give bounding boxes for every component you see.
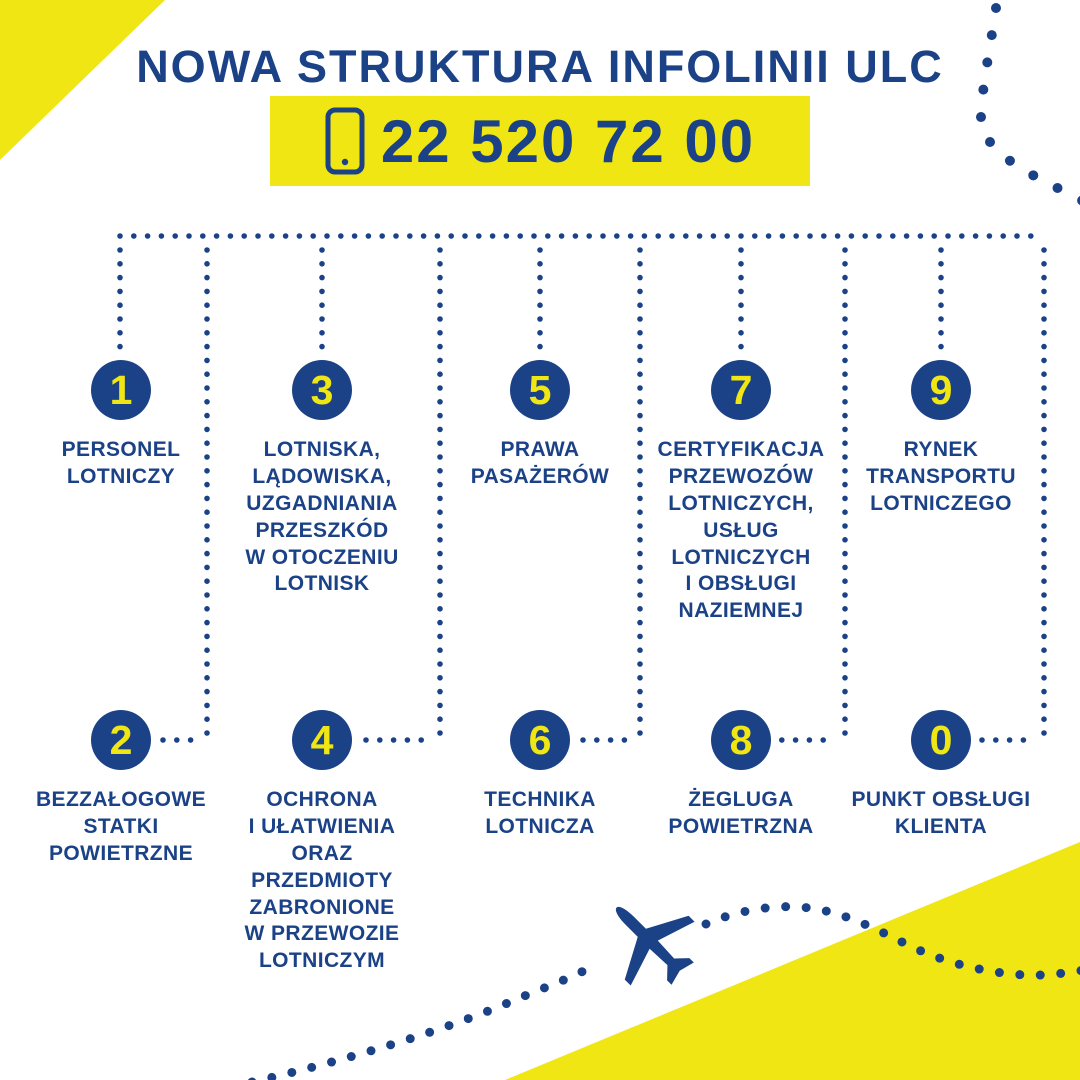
option-label: RYNEK TRANSPORTU LOTNICZEGO (866, 438, 1016, 515)
option-number-badge: 9 (911, 360, 971, 420)
yellow-wedge-bottom-right (505, 842, 1080, 1080)
option-number-badge: 1 (91, 360, 151, 420)
dotted-connector-grid (117, 233, 1047, 743)
dotted-flight-trail (247, 902, 1080, 1080)
phone-number: 22 520 72 00 (380, 108, 756, 175)
option-number-badge: 0 (911, 710, 971, 770)
option-number-badge: 4 (292, 710, 352, 770)
mobile-phone-icon (325, 107, 365, 175)
option-label: CERTYFIKACJA PRZEWOZÓW LOTNICZYCH, USŁUG… (657, 438, 825, 623)
option-number-badge: 8 (711, 710, 771, 770)
option-number-badge: 2 (91, 710, 151, 770)
airplane-icon (615, 906, 695, 986)
phone-banner: 22 520 72 00 (270, 96, 810, 186)
option-label: ŻEGLUGA POWIETRZNA (668, 788, 814, 838)
yellow-corner-triangle-top-left (0, 0, 165, 160)
option-label: PERSONEL LOTNICZY (61, 438, 181, 488)
option-label: BEZZAŁOGOWE STATKI POWIETRZNE (35, 788, 207, 865)
option-number-badge: 5 (510, 360, 570, 420)
option-number-badge: 7 (711, 360, 771, 420)
option-label: TECHNIKA LOTNICZA (484, 788, 596, 838)
option-label: PUNKT OBSŁUGI KLIENTA (851, 788, 1031, 838)
option-label: PRAWA PASAŻERÓW (470, 438, 610, 488)
option-number-badge: 6 (510, 710, 570, 770)
option-label: LOTNISKA, LĄDOWISKA, UZGADNIANIA PRZESZK… (245, 438, 399, 596)
option-label: OCHRONA I UŁATWIENIA ORAZ PRZEDMIOTY ZAB… (244, 788, 400, 973)
flight-trail-left (247, 958, 603, 1080)
page-title: NOWA STRUKTURA INFOLINII ULC (136, 41, 944, 92)
option-number-badge: 3 (292, 360, 352, 420)
